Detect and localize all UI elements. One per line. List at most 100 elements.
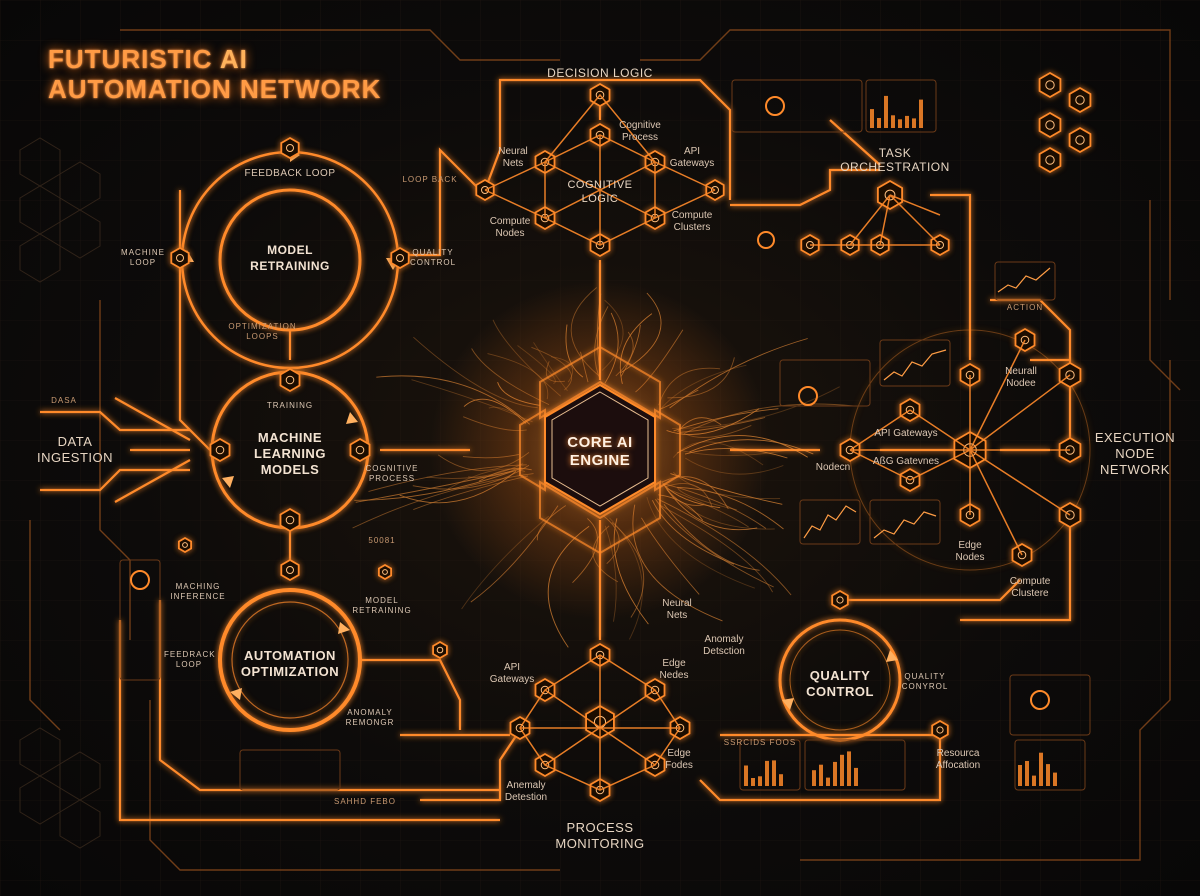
task-orchestration-heading: TASK ORCHESTRATION (840, 146, 950, 174)
mini-bar (819, 764, 823, 786)
hex-node-glyph (481, 186, 489, 194)
mini-bar (840, 754, 844, 786)
mini-bar (854, 767, 858, 786)
mini-bar (1025, 761, 1029, 786)
mini-panels (119, 79, 1091, 791)
mini-bar-charts (744, 95, 1057, 786)
pm-neural-nets-label: Neural Nets (662, 598, 692, 621)
mini-bar (772, 760, 776, 786)
pm-edge-nodes-bottom-label: Edge Fodes (665, 748, 693, 771)
mini-bar (1053, 772, 1057, 786)
mini-bar (833, 761, 837, 786)
automation-ring-label: AUTOMATION OPTIMIZATION (240, 648, 340, 679)
mini-bar (1032, 775, 1036, 786)
mini-bar (751, 778, 755, 786)
hex-node-glyph (1065, 370, 1075, 380)
hex-node (1068, 86, 1092, 114)
machine-loop-label: MACHINE LOOP (121, 248, 165, 267)
pm-anomaly-detection-2-label: Anomaly Detsction (703, 634, 745, 657)
hex-node-glyph (1045, 155, 1055, 165)
title-prefix: FUTURISTIC (48, 44, 213, 74)
data-tag: DASA (51, 396, 77, 405)
hex-node-glyph (286, 566, 294, 574)
mini-bar (912, 118, 916, 128)
hex-node-glyph (1017, 550, 1027, 560)
pm-api-gateways-label: API Gateways (489, 662, 535, 685)
hex-node-glyph (650, 685, 660, 695)
hex-node-glyph (540, 685, 550, 695)
pm-edge-nodes-top-label: Edge Nedes (659, 658, 689, 681)
hex-node-glyph (286, 144, 294, 152)
model-retraining-small-label: MODEL RETRAINING (352, 596, 412, 615)
mini-bar (758, 776, 762, 786)
hex-node-glyph (1065, 510, 1075, 520)
mini-gauges (130, 96, 1050, 710)
hex-node (209, 437, 231, 463)
machine-inference-label: MACHING INFERENCE (170, 582, 226, 601)
small-code-label: 50081 (368, 536, 396, 545)
hex-node-glyph (182, 542, 188, 548)
top-tag: SSRCIDS FOOS (723, 738, 797, 747)
bottom-tag: SAHHD FEBO (333, 797, 396, 806)
hex-node-glyph (285, 515, 295, 525)
automation-ring (218, 588, 362, 732)
nodes-label: Nodecn (815, 462, 851, 473)
ml-models-ring-label: MACHINE LEARNING MODELS (254, 430, 326, 477)
hex-node (1038, 71, 1062, 99)
cognitive-process-small-label: COGNITIVE PROCESS (365, 464, 419, 483)
hex-node-glyph (1045, 120, 1055, 130)
quality-control-small-label: QUALITY CONTROL (409, 248, 457, 267)
model-retraining-ring (218, 188, 362, 332)
exec-api-gateways-2-label: AßG Gatevnes (872, 456, 940, 467)
quality-control-side-label: QUALITY CONYROL (901, 672, 949, 691)
execution-node-network-heading: EXECUTION NODE NETWORK (1094, 430, 1176, 477)
hex-node-glyph (396, 254, 404, 262)
pm-anomaly-detection-label: Anemaly Detestion (504, 780, 548, 803)
hex-node-glyph (215, 445, 225, 455)
mini-bar (847, 751, 851, 786)
hex-node (1068, 126, 1092, 154)
compute-clusters-exec-label: Compute Clustere (1009, 576, 1051, 599)
hex-node-glyph (836, 596, 844, 604)
hex-node (349, 437, 371, 463)
hex-node (280, 558, 300, 582)
mini-bar (1046, 764, 1050, 786)
model-retraining-ring-label: MODEL RETRAINING (250, 243, 330, 273)
mini-bar (898, 119, 902, 128)
mini-bar (891, 115, 895, 128)
hex-pattern-left (19, 137, 101, 849)
data-ingestion-label: DATA INGESTION (36, 434, 113, 465)
hex-node-glyph (1075, 135, 1085, 145)
hex-node-glyph (1045, 80, 1055, 90)
hex-node (432, 640, 448, 660)
core-hex-cluster (519, 345, 681, 555)
mini-bar (905, 115, 909, 128)
core-hex-inner (551, 391, 649, 507)
neural-nets-label: Neural Nets (498, 146, 528, 169)
hex-node-glyph (650, 760, 660, 770)
hex-node (831, 589, 849, 611)
hex-node (170, 246, 190, 270)
hex-node-glyph (711, 186, 719, 194)
edge-nodes-label: Edge Nodes (955, 540, 985, 563)
mini-line-charts (803, 267, 1051, 539)
hex-node-glyph (1075, 95, 1085, 105)
hex-node (377, 563, 393, 581)
hex-node-glyph (436, 646, 444, 654)
mini-bar (826, 777, 830, 786)
loop-back-label: LOOP BACK (402, 175, 458, 184)
compute-nodes-label: Compute Nodes (489, 216, 531, 239)
hex-node-glyph (1020, 335, 1030, 345)
hex-node-glyph (540, 760, 550, 770)
mini-bar (812, 770, 816, 786)
hex-node-glyph (355, 445, 365, 455)
exec-api-gateways-label: API Gateways (874, 428, 938, 439)
quality-control-ring-label: QUALITY CONTROL (806, 668, 874, 699)
feedback-loop-small-label: FEEDRACK LOOP (164, 650, 216, 669)
process-monitoring-heading: PROCESS MONITORING (555, 820, 645, 851)
hex-node (390, 246, 410, 270)
anomaly-monitoring-label: ANOMALY REMONGR (345, 708, 395, 727)
execution-network-edges (810, 194, 1071, 556)
mini-bar (884, 95, 888, 128)
